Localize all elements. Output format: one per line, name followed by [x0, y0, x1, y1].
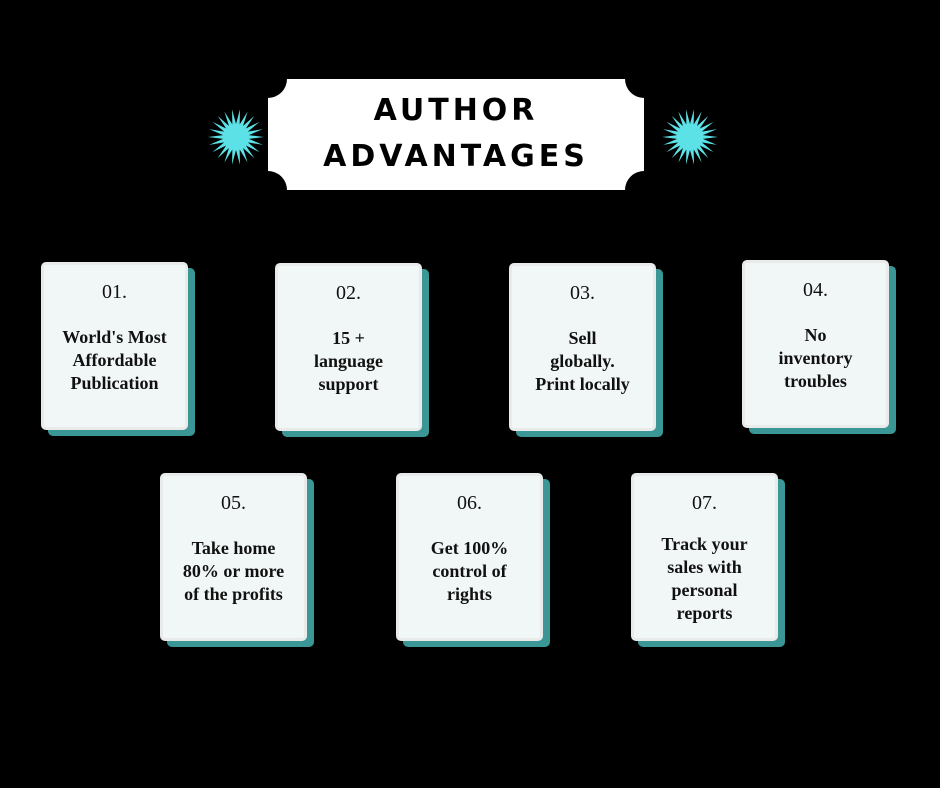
- card-number: 06.: [457, 492, 482, 514]
- advantage-card: 07. Track your sales with personal reports: [631, 473, 785, 647]
- advantage-card: 02. 15 + language support: [275, 263, 429, 437]
- card-text-line: control of: [432, 561, 507, 581]
- card-text-line: inventory: [778, 348, 853, 368]
- card-face: 07. Track your sales with personal reports: [631, 473, 778, 641]
- card-text-line: Affordable: [72, 350, 157, 370]
- page-title-line1: AUTHOR: [373, 93, 539, 128]
- card-face: 06. Get 100% control of rights: [396, 473, 543, 641]
- title-banner: AUTHOR ADVANTAGES: [268, 79, 644, 190]
- card-text-line: support: [318, 374, 379, 394]
- card-number: 02.: [336, 282, 361, 304]
- card-text-line: World's Most: [62, 327, 167, 347]
- card-text-line: troubles: [784, 371, 847, 391]
- card-text-line: rights: [447, 584, 492, 604]
- starburst-icon: [208, 109, 264, 165]
- card-text-line: 80% or more: [182, 561, 285, 581]
- card-text-line: 15 +: [332, 328, 365, 348]
- card-text-line: Track your: [661, 534, 748, 554]
- page-title-line2: ADVANTAGES: [323, 139, 589, 174]
- card-face: 02. 15 + language support: [275, 263, 422, 431]
- advantage-card: 05. Take home 80% or more of the profits: [160, 473, 314, 647]
- card-text: Take home 80% or more of the profits: [163, 537, 304, 606]
- card-text-line: personal: [671, 580, 738, 600]
- card-text-line: Get 100%: [430, 538, 509, 558]
- advantage-card: 03. Sell globally. Print locally: [509, 263, 663, 437]
- starburst-icon: [662, 109, 718, 165]
- card-number: 05.: [221, 492, 246, 514]
- card-text: No inventory troubles: [745, 324, 886, 393]
- card-face: 05. Take home 80% or more of the profits: [160, 473, 307, 641]
- advantage-card: 04. No inventory troubles: [742, 260, 896, 434]
- card-text-line: Take home: [191, 538, 276, 558]
- card-number: 01.: [102, 281, 127, 303]
- card-face: 03. Sell globally. Print locally: [509, 263, 656, 431]
- card-text: 15 + language support: [278, 327, 419, 396]
- card-text-line: of the profits: [184, 584, 283, 604]
- card-text-line: Print locally: [535, 374, 630, 394]
- card-number: 07.: [692, 492, 717, 514]
- card-text-line: No: [804, 325, 827, 345]
- card-number: 03.: [570, 282, 595, 304]
- card-text-line: globally.: [550, 351, 615, 371]
- card-text-line: Publication: [70, 373, 159, 393]
- card-text-line: language: [313, 351, 383, 371]
- card-text-line: reports: [676, 603, 733, 623]
- advantage-card: 06. Get 100% control of rights: [396, 473, 550, 647]
- card-text-line: Sell: [568, 328, 597, 348]
- card-face: 04. No inventory troubles: [742, 260, 889, 428]
- card-text: Get 100% control of rights: [399, 537, 540, 606]
- card-number: 04.: [803, 279, 828, 301]
- card-text-line: sales with: [667, 557, 742, 577]
- card-text: Track your sales with personal reports: [634, 533, 775, 625]
- card-text: Sell globally. Print locally: [512, 327, 653, 396]
